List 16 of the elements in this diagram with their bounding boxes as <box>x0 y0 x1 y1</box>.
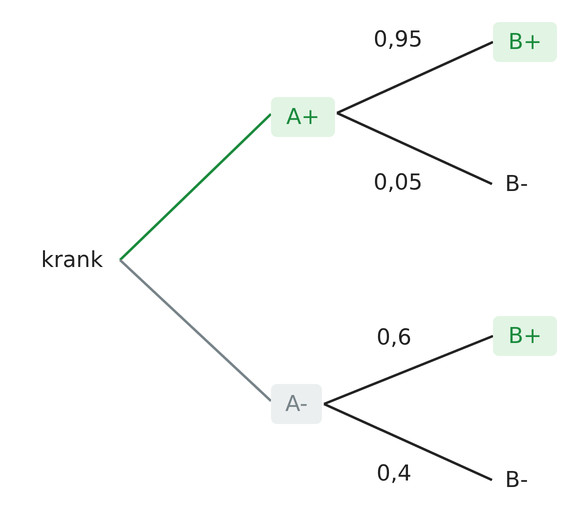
probability-label: 0,05 <box>374 170 422 196</box>
probability-label: 0,4 <box>376 462 412 486</box>
probability-label: 0,95 <box>374 28 422 52</box>
branch-line <box>323 402 493 482</box>
outcome-label: B- <box>492 164 542 204</box>
outcome-box: B+ <box>493 22 557 62</box>
outcome-box: A- <box>271 384 322 424</box>
branch-line <box>336 112 493 186</box>
outcome-box: A+ <box>271 97 335 137</box>
branch-line <box>119 113 272 261</box>
outcome-label: B- <box>492 460 542 500</box>
branch-line <box>336 40 494 114</box>
outcome-box: B+ <box>493 316 557 356</box>
branch-line <box>119 259 272 402</box>
outcome-label: krank <box>24 240 120 280</box>
probability-label: 0,6 <box>376 326 412 350</box>
